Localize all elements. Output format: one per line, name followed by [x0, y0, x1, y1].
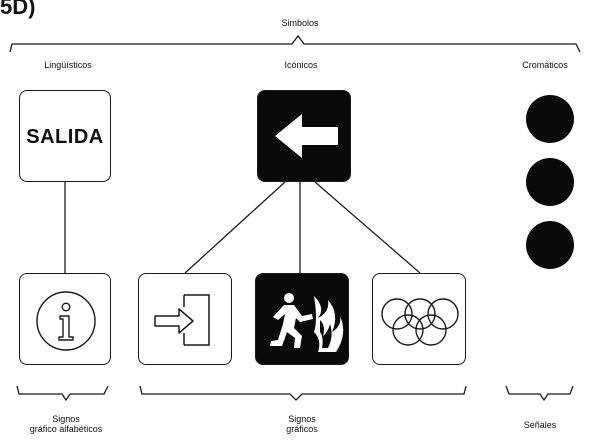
olympic-rings-icon	[381, 298, 459, 346]
left-arrow-sign-box	[257, 90, 351, 182]
label-alphabetic-signs: Signos gráfico alfabéticos	[16, 414, 116, 434]
bottom-brace-alphabetic	[16, 385, 109, 402]
fire-escape-icon	[270, 293, 344, 352]
connector-arrow-rings	[314, 181, 421, 274]
salida-text: SALIDA	[26, 126, 104, 148]
figure-corner-label: 5D)	[0, 0, 36, 19]
label-graphic-line1: Signos	[288, 414, 316, 424]
connector-arrow-exit	[184, 181, 286, 274]
category-chromatic-label: Cromáticos	[522, 60, 568, 70]
chromatic-dot-middle	[526, 158, 574, 206]
top-brace	[9, 34, 581, 53]
left-arrow-icon	[275, 114, 338, 158]
label-signals: Señales	[523, 420, 557, 430]
exit-door-sign-box	[138, 273, 232, 365]
bottom-brace-graphic	[139, 385, 467, 401]
chromatic-dot-top	[526, 95, 574, 143]
label-graphic-signs: Signos gráficos	[252, 414, 352, 434]
bottom-brace-signals	[505, 385, 574, 402]
diagram-title: Simbolos	[281, 18, 319, 28]
information-sign-box	[19, 273, 111, 365]
fire-escape-sign-box	[255, 273, 349, 365]
label-alphabetic-line1: Signos	[52, 414, 80, 424]
olympic-rings-sign-box	[372, 273, 466, 365]
chromatic-dot-bottom	[526, 221, 574, 269]
salida-sign-box: SALIDA	[19, 90, 111, 182]
label-graphic-line2: gráficos	[286, 424, 318, 434]
category-iconic-label: Icónicos	[284, 60, 318, 70]
information-icon	[36, 291, 96, 351]
label-alphabetic-line2: gráfico alfabéticos	[29, 424, 103, 434]
category-linguistic-label: Lingüísticos	[44, 60, 92, 70]
exit-door-icon	[154, 294, 210, 346]
